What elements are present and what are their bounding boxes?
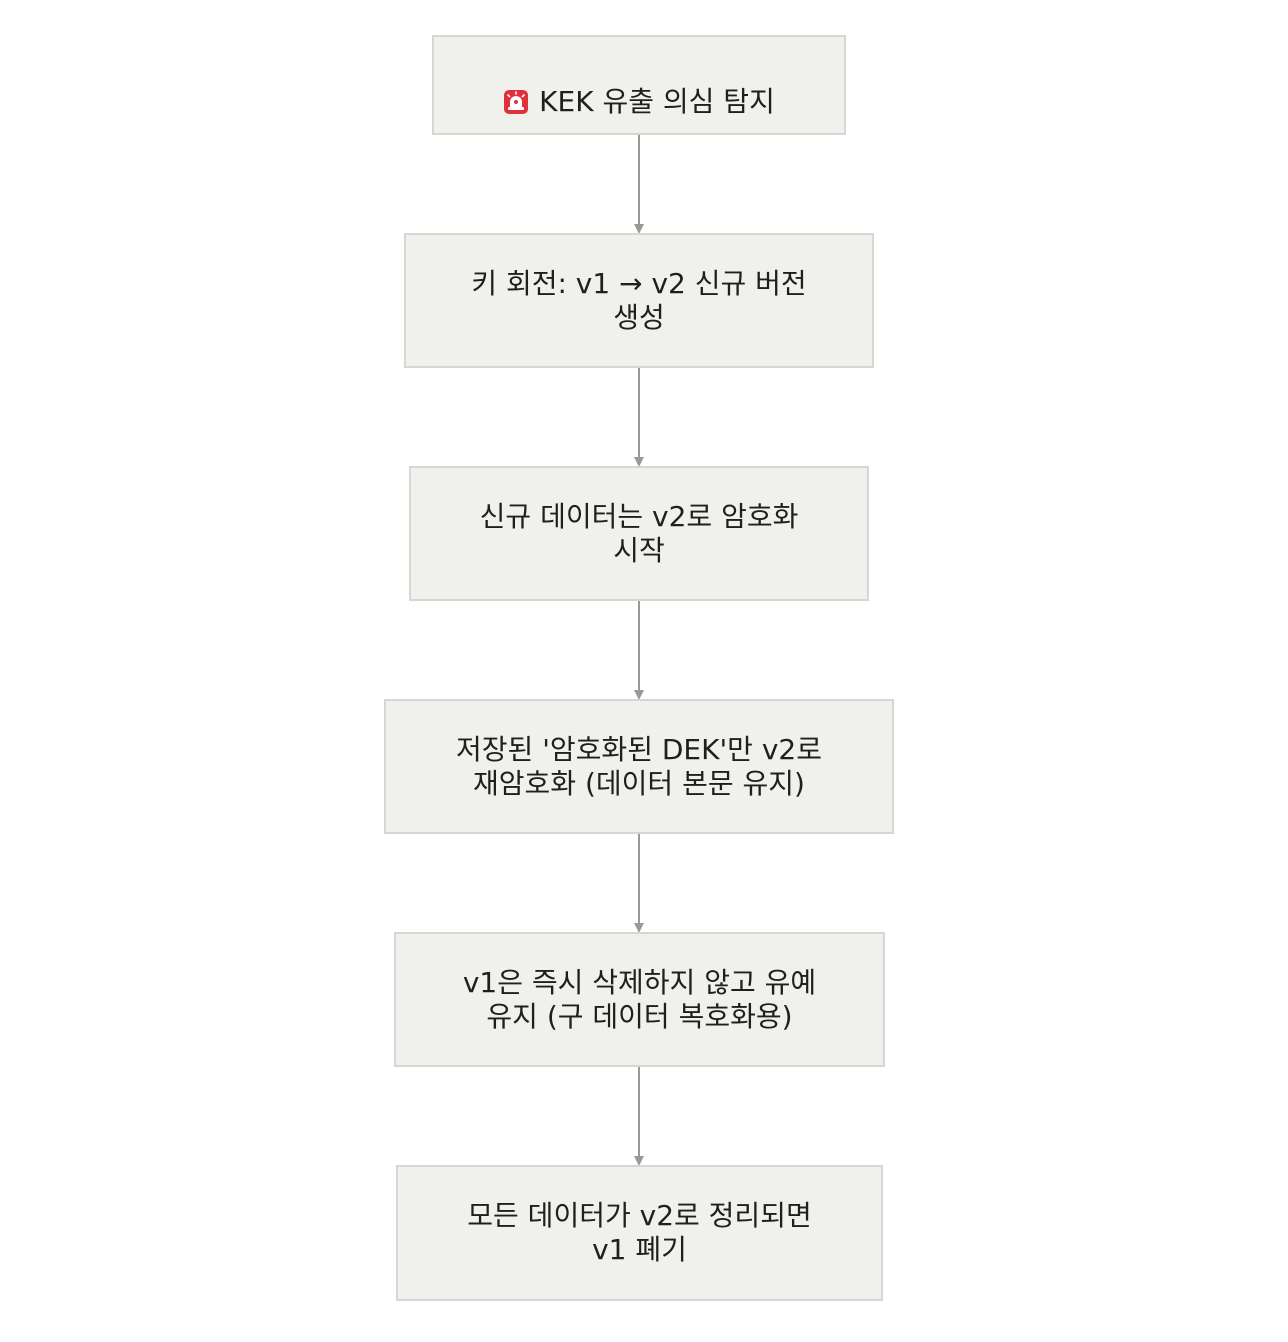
flow-node-key-rotation: 키 회전: v1 → v2 신규 버전 생성 [404,233,874,368]
node-label-6: 모든 데이터가 v2로 정리되면 v1 폐기 [467,1199,812,1266]
node-label-3: 신규 데이터는 v2로 암호화 시작 [479,499,799,567]
node-label-5: v1은 즉시 삭제하지 않고 유예 유지 (구 데이터 복호화용) [462,965,817,1033]
flow-node-discard-v1: 모든 데이터가 v2로 정리되면 v1 폐기 [396,1165,883,1301]
node-label-2: 키 회전: v1 → v2 신규 버전 생성 [471,266,807,334]
flow-node-encrypt-new-data: 신규 데이터는 v2로 암호화 시작 [409,466,869,601]
flow-node-detect-leak: KEK 유출 의심 탐지 [432,35,846,135]
flow-node-retain-v1: v1은 즉시 삭제하지 않고 유예 유지 (구 데이터 복호화용) [394,932,885,1067]
flow-node-reencrypt-dek: 저장된 '암호화된 DEK'만 v2로 재암호화 (데이터 본문 유지) [384,699,894,834]
node-label-4: 저장된 '암호화된 DEK'만 v2로 재암호화 (데이터 본문 유지) [456,732,822,800]
alarm-light-icon [504,90,529,114]
node-label-1: KEK 유출 의심 탐지 [539,85,775,118]
